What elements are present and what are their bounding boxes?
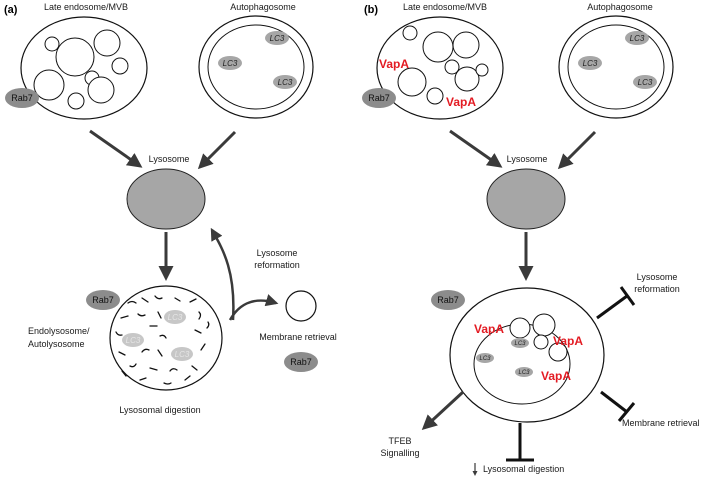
lc3-label: LC3 (630, 34, 645, 43)
vapa-label: VapA (379, 57, 409, 71)
lysosome-reformation-label-b-2: reformation (634, 284, 680, 294)
lc3-label: LC3 (278, 78, 293, 87)
lysosome-b (486, 168, 566, 230)
arrow-autophagosome-to-lysosome-b (557, 130, 597, 170)
rab7-label: Rab7 (437, 295, 459, 305)
lc3-label: LC3 (583, 59, 598, 68)
lc3-label: LC3 (514, 341, 526, 347)
rab7-label: Rab7 (11, 93, 33, 103)
vapa-label: VapA (541, 369, 571, 383)
lc3-label: LC3 (638, 78, 653, 87)
lc3-label: LC3 (223, 59, 238, 68)
vapa-label: VapA (446, 95, 476, 109)
arrow-endosome-to-lysosome-b (449, 129, 503, 168)
lysosomal-digestion-label-b: Lysosomal digestion (483, 464, 564, 474)
retrieved-membrane-vesicle (285, 290, 317, 322)
late-endosome-label-a: Late endosome/MVB (44, 2, 128, 12)
lc3-label: LC3 (175, 350, 190, 359)
lysosome-a (126, 168, 206, 230)
membrane-retrieval-label-a: Membrane retrieval (259, 332, 337, 342)
arrow-tfeb-signalling (421, 390, 465, 431)
lysosome-reformation-label-b-1: Lysosome (637, 272, 678, 282)
rab7-label: Rab7 (92, 295, 114, 305)
inhibit-membrane-retrieval (600, 390, 628, 414)
membrane-retrieval-label-b: Membrane retrieval (622, 418, 700, 428)
panel-a-label: (a) (4, 4, 18, 16)
rab7-badge-a-top: Rab7 (5, 88, 39, 108)
inhibit-bar-lysosome-reformation (619, 286, 636, 306)
lysosome-label-a: Lysosome (149, 154, 190, 164)
late-endosome-label-b: Late endosome/MVB (403, 2, 487, 12)
inhibit-bar-membrane-retrieval (617, 402, 636, 422)
late-endosome-b (376, 16, 504, 120)
lysosome-reformation-label-a-2: reformation (254, 260, 300, 270)
arrow-membrane-retrieval-a (228, 294, 279, 321)
arrow-autophagosome-to-lysosome-a (197, 130, 237, 170)
autophagosome-label-a: Autophagosome (230, 2, 296, 12)
arrow-lysosome-reformation-a (210, 227, 235, 321)
vapa-label: VapA (553, 334, 583, 348)
lysosomal-digestion-label-a: Lysosomal digestion (119, 405, 200, 415)
autophagosome-b: LC3 LC3 LC3 (558, 15, 674, 119)
lysosome-label-b: Lysosome (507, 154, 548, 164)
endolysosome-b: LC3 LC3 LC3 (449, 287, 605, 423)
rab7-label: Rab7 (290, 357, 312, 367)
lc3-label: LC3 (518, 370, 530, 376)
autophagosome-a: LC3 LC3 LC3 (198, 15, 314, 119)
endolysosome-label-a-2: Autolysosome (28, 339, 85, 349)
rab7-label: Rab7 (368, 93, 390, 103)
autophagosome-label-b: Autophagosome (587, 2, 653, 12)
lc3-label: LC3 (479, 356, 491, 362)
endolysosome-label-a-1: Endolysosome/ (28, 326, 90, 336)
panel-b-label: (b) (364, 4, 378, 16)
rab7-badge-b-top: Rab7 (362, 88, 396, 108)
tfeb-label-2: Signalling (380, 448, 419, 458)
endolysosome-a: LC3 LC3 LC3 (109, 285, 223, 391)
digested-fragments (115, 295, 210, 385)
lc3-label: LC3 (270, 34, 285, 43)
vapa-label: VapA (474, 322, 504, 336)
tfeb-label-1: TFEB (388, 436, 411, 446)
lc3-label: LC3 (126, 336, 141, 345)
inhibit-lysosome-reformation (596, 294, 628, 320)
arrow-endosome-to-lysosome-a (89, 129, 143, 168)
late-endosome-a (20, 16, 148, 120)
rab7-badge-b-mid: Rab7 (431, 290, 465, 310)
rab7-badge-a-mid: Rab7 (86, 290, 120, 310)
lysosome-reformation-label-a-1: Lysosome (257, 248, 298, 258)
rab7-badge-a-retrieval: Rab7 (284, 352, 318, 372)
lc3-label: LC3 (168, 313, 183, 322)
